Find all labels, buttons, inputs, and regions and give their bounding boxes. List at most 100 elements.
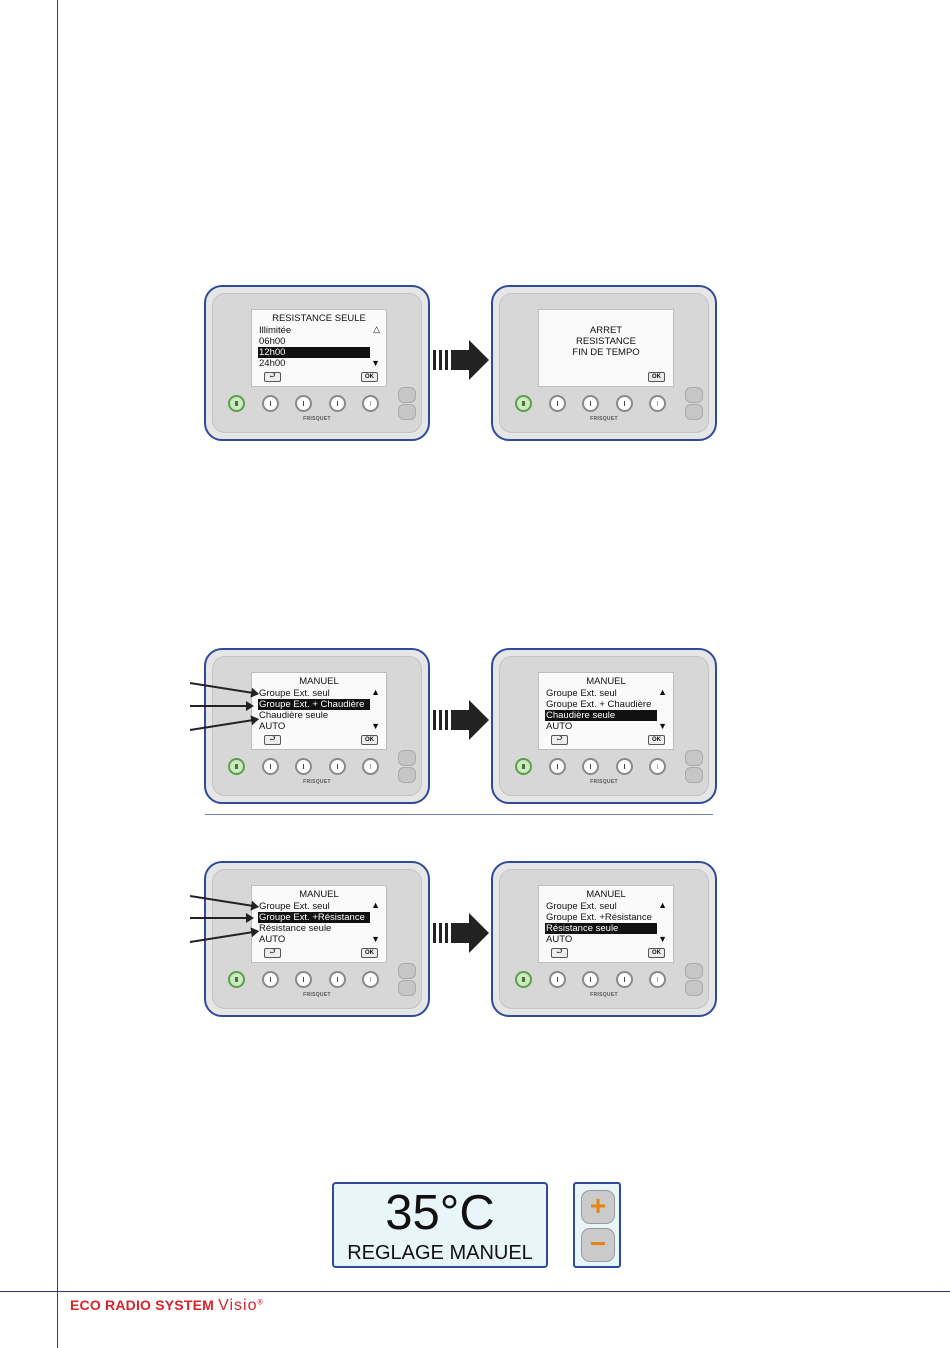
ok-button[interactable]: OK	[648, 372, 665, 382]
ok-button[interactable]: OK	[361, 372, 378, 382]
scroll-down-icon[interactable]: ▼	[371, 358, 380, 369]
screen-title: MANUEL	[539, 676, 673, 687]
menu-option[interactable]: Groupe Ext. seul	[545, 688, 657, 699]
device-button[interactable]	[616, 971, 633, 988]
device-brand-logo: FRISQUET	[493, 779, 715, 785]
device-screen: MANUELGroupe Ext. seulGroupe Ext. + Chau…	[251, 672, 387, 750]
menu-option[interactable]: AUTO	[258, 721, 370, 732]
left-margin-rule	[57, 0, 58, 1348]
menu-option[interactable]: Groupe Ext. seul	[545, 901, 657, 912]
screen-title: MANUEL	[252, 676, 386, 687]
device-button[interactable]	[295, 971, 312, 988]
scroll-up-icon[interactable]: ▲	[658, 900, 667, 911]
power-button[interactable]	[228, 758, 245, 775]
menu-option[interactable]: 24h00	[258, 358, 370, 369]
scroll-down-icon[interactable]: ▼	[371, 934, 380, 945]
screen-menu: Groupe Ext. seulGroupe Ext. + ChaudièreC…	[545, 688, 657, 732]
menu-option[interactable]: Chaudière seule	[545, 710, 657, 721]
side-up-button[interactable]	[398, 387, 416, 403]
power-button[interactable]	[228, 395, 245, 412]
pointer-arrow	[190, 705, 252, 707]
device-brand-logo: FRISQUET	[206, 416, 428, 422]
side-up-button[interactable]	[398, 963, 416, 979]
scroll-down-icon[interactable]: ▼	[658, 721, 667, 732]
device-button[interactable]	[549, 395, 566, 412]
pointer-arrow	[190, 917, 252, 919]
registered-mark: ®	[257, 1299, 262, 1306]
menu-option[interactable]: Chaudière seule	[258, 710, 370, 721]
power-button[interactable]	[515, 758, 532, 775]
side-up-button[interactable]	[685, 963, 703, 979]
menu-option[interactable]: Groupe Ext. seul	[258, 901, 370, 912]
device-button[interactable]	[362, 971, 379, 988]
side-up-button[interactable]	[398, 750, 416, 766]
back-button[interactable]: ⮐	[264, 735, 281, 745]
device-button[interactable]	[582, 395, 599, 412]
menu-option[interactable]: AUTO	[545, 934, 657, 945]
power-button[interactable]	[228, 971, 245, 988]
menu-option[interactable]: Groupe Ext. + Chaudière	[545, 699, 657, 710]
plus-button[interactable]: +	[581, 1190, 615, 1224]
device-button[interactable]	[329, 971, 346, 988]
device-button[interactable]	[616, 758, 633, 775]
screen-menu: Groupe Ext. seulGroupe Ext. +RésistanceR…	[545, 901, 657, 945]
back-button[interactable]: ⮐	[264, 948, 281, 958]
power-button[interactable]	[515, 395, 532, 412]
menu-option[interactable]: 06h00	[258, 336, 370, 347]
menu-option[interactable]: Groupe Ext. +Résistance	[258, 912, 370, 923]
ok-button[interactable]: OK	[648, 735, 665, 745]
device-button[interactable]	[329, 395, 346, 412]
scroll-up-icon[interactable]: ▲	[658, 687, 667, 698]
menu-option[interactable]: Résistance seule	[258, 923, 370, 934]
device-button[interactable]	[295, 395, 312, 412]
ok-button[interactable]: OK	[361, 948, 378, 958]
scroll-up-icon[interactable]: ▲	[371, 900, 380, 911]
menu-option[interactable]: AUTO	[545, 721, 657, 732]
device-button[interactable]	[649, 971, 666, 988]
scroll-down-icon[interactable]: ▼	[371, 721, 380, 732]
device-button[interactable]	[362, 758, 379, 775]
menu-option[interactable]: Résistance seule	[545, 923, 657, 934]
thermostat-device: MANUELGroupe Ext. seulGroupe Ext. + Chau…	[204, 648, 430, 804]
menu-option[interactable]: 12h00	[258, 347, 370, 358]
device-button[interactable]	[329, 758, 346, 775]
ok-button[interactable]: OK	[361, 735, 378, 745]
minus-button[interactable]: −	[581, 1228, 615, 1262]
device-screen: MANUELGroupe Ext. seulGroupe Ext. +Résis…	[251, 885, 387, 963]
device-button[interactable]	[549, 758, 566, 775]
ok-button[interactable]: OK	[648, 948, 665, 958]
device-button[interactable]	[616, 395, 633, 412]
device-brand-logo: FRISQUET	[206, 992, 428, 998]
device-button[interactable]	[549, 971, 566, 988]
device-button[interactable]	[582, 758, 599, 775]
scroll-up-icon[interactable]: △	[373, 324, 380, 335]
menu-option[interactable]: AUTO	[258, 934, 370, 945]
menu-option[interactable]: Illimitée	[258, 325, 370, 336]
screen-message-line: RESISTANCE	[539, 336, 673, 347]
device-button[interactable]	[295, 758, 312, 775]
side-up-button[interactable]	[685, 387, 703, 403]
menu-option[interactable]: Groupe Ext. + Chaudière	[258, 699, 370, 710]
power-button[interactable]	[515, 971, 532, 988]
device-button[interactable]	[262, 758, 279, 775]
device-screen: MANUELGroupe Ext. seulGroupe Ext. + Chau…	[538, 672, 674, 750]
device-button[interactable]	[649, 395, 666, 412]
device-button[interactable]	[649, 758, 666, 775]
device-brand-logo: FRISQUET	[493, 416, 715, 422]
back-button[interactable]: ⮐	[551, 735, 568, 745]
device-button[interactable]	[262, 971, 279, 988]
back-button[interactable]: ⮐	[264, 372, 281, 382]
scroll-up-icon[interactable]: ▲	[371, 687, 380, 698]
menu-option[interactable]: Groupe Ext. +Résistance	[545, 912, 657, 923]
scroll-down-icon[interactable]: ▼	[658, 934, 667, 945]
back-button[interactable]: ⮐	[551, 948, 568, 958]
device-button[interactable]	[262, 395, 279, 412]
side-up-button[interactable]	[685, 750, 703, 766]
device-button[interactable]	[362, 395, 379, 412]
screen-menu: Groupe Ext. seulGroupe Ext. +RésistanceR…	[258, 901, 370, 945]
footer-rule	[0, 1291, 950, 1292]
device-button[interactable]	[582, 971, 599, 988]
menu-option[interactable]: Groupe Ext. seul	[258, 688, 370, 699]
